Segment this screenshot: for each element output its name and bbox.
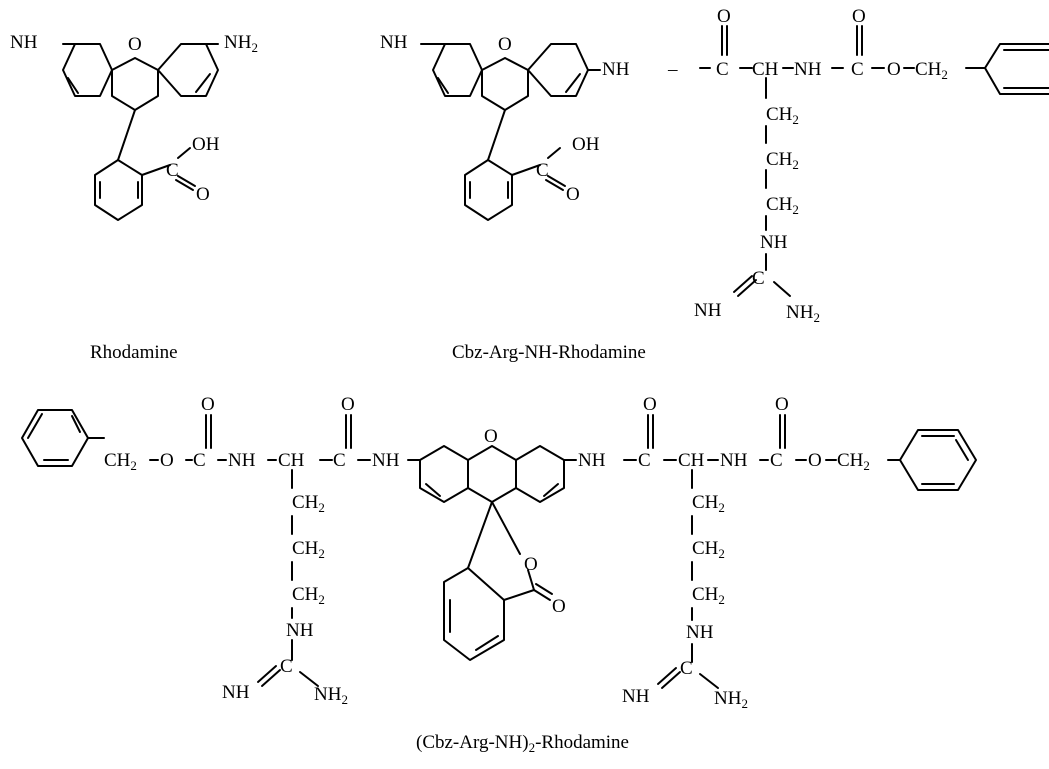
ring-oxygen-label: O (128, 34, 142, 55)
hydroxyl-label: OH (192, 134, 220, 155)
bis-carbamate-oxygen-right: O (775, 394, 789, 415)
bis-amide-carbon-left: C (333, 450, 346, 471)
side-ch2-a-2: CH2 (766, 104, 799, 127)
amide-oxygen-label-2: O (717, 6, 731, 27)
bis-guanidine-carbon-left: C (280, 656, 293, 677)
bis-lactone-oxygen: O (524, 554, 538, 575)
bis-alpha-ch-left: CH (278, 450, 305, 471)
bis-lactone-carbonyl-oxygen: O (552, 596, 566, 617)
bis-carbamate-carbon-left: C (193, 450, 206, 471)
bis-guanidine-imine-right: NH (622, 686, 650, 707)
caption-bis-rhodamine: (Cbz-Arg-NH)2-Rhodamine (416, 732, 629, 755)
bis-guanidine-nh-left: NH (286, 620, 314, 641)
carbamate-oxygen-label-2: O (852, 6, 866, 27)
ester-oxygen-label-2: O (887, 59, 901, 80)
bis-alpha-ch-right: CH (678, 450, 705, 471)
bis-side-ch2-b-right: CH2 (692, 538, 725, 561)
imine-label-2: NH (380, 32, 408, 53)
bis-side-ch2-a-left: CH2 (292, 492, 325, 515)
bis-benzyl-ch2-right: CH2 (837, 450, 870, 473)
guanidine-nh-label-2: NH (760, 232, 788, 253)
alpha-ch-label-2: CH (752, 59, 779, 80)
bis-carbamate-oxygen-left: O (201, 394, 215, 415)
amino-label: NH2 (224, 32, 258, 55)
bis-amide-nh-right: NH (578, 450, 606, 471)
caption-rhodamine: Rhodamine (90, 342, 178, 363)
bis-side-ch2-b-left: CH2 (292, 538, 325, 561)
imine-label: NH (10, 32, 38, 53)
bis-side-ch2-a-right: CH2 (692, 492, 725, 515)
amide-nh-label-2: NH (602, 59, 630, 80)
bis-ester-oxygen-right: O (808, 450, 822, 471)
bis-guanidine-imine-left: NH (222, 682, 250, 703)
carboxyl-carbon-label: C (166, 160, 179, 181)
carbamate-carbon-label-2: C (851, 59, 864, 80)
cbz-arg-rhodamine-structure (420, 25, 1049, 297)
side-ch2-c-2: CH2 (766, 194, 799, 217)
bis-guanidine-amine-right: NH2 (714, 688, 748, 711)
bis-amide-carbon-right: C (638, 450, 651, 471)
bis-guanidine-nh-right: NH (686, 622, 714, 643)
carbonyl-oxygen-label-2: O (566, 184, 580, 205)
bis-amide-oxygen-right: O (643, 394, 657, 415)
guanidine-carbon-label-2: C (752, 268, 765, 289)
benzyl-ch2-label-2: CH2 (915, 59, 948, 82)
bis-cbz-arg-rhodamine-structure (21, 409, 977, 689)
carbonyl-oxygen-label: O (196, 184, 210, 205)
guanidine-amine-label-2: NH2 (786, 302, 820, 325)
rhodamine-structure (62, 43, 219, 221)
bis-ring-oxygen: O (484, 426, 498, 447)
carbamate-nh-label-2: NH (794, 59, 822, 80)
bis-carbamate-carbon-right: C (770, 450, 783, 471)
amide-dash-2: – (667, 59, 678, 80)
amide-carbon-label-2: C (716, 59, 729, 80)
hydroxyl-label-2: OH (572, 134, 600, 155)
bis-amide-nh-left: NH (372, 450, 400, 471)
bis-benzyl-ch2-left: CH2 (104, 450, 137, 473)
ring-oxygen-label-2: O (498, 34, 512, 55)
bis-guanidine-amine-left: NH2 (314, 684, 348, 707)
bis-ester-oxygen-left: O (160, 450, 174, 471)
carboxyl-carbon-label-2: C (536, 160, 549, 181)
bis-amide-oxygen-left: O (341, 394, 355, 415)
bis-carbamate-nh-left: NH (228, 450, 256, 471)
bis-side-ch2-c-left: CH2 (292, 584, 325, 607)
guanidine-imine-label-2: NH (694, 300, 722, 321)
bis-side-ch2-c-right: CH2 (692, 584, 725, 607)
caption-cbz-rhodamine: Cbz-Arg-NH-Rhodamine (452, 342, 646, 363)
bis-guanidine-carbon-right: C (680, 658, 693, 679)
side-ch2-b-2: CH2 (766, 149, 799, 172)
bis-carbamate-nh-right: NH (720, 450, 748, 471)
